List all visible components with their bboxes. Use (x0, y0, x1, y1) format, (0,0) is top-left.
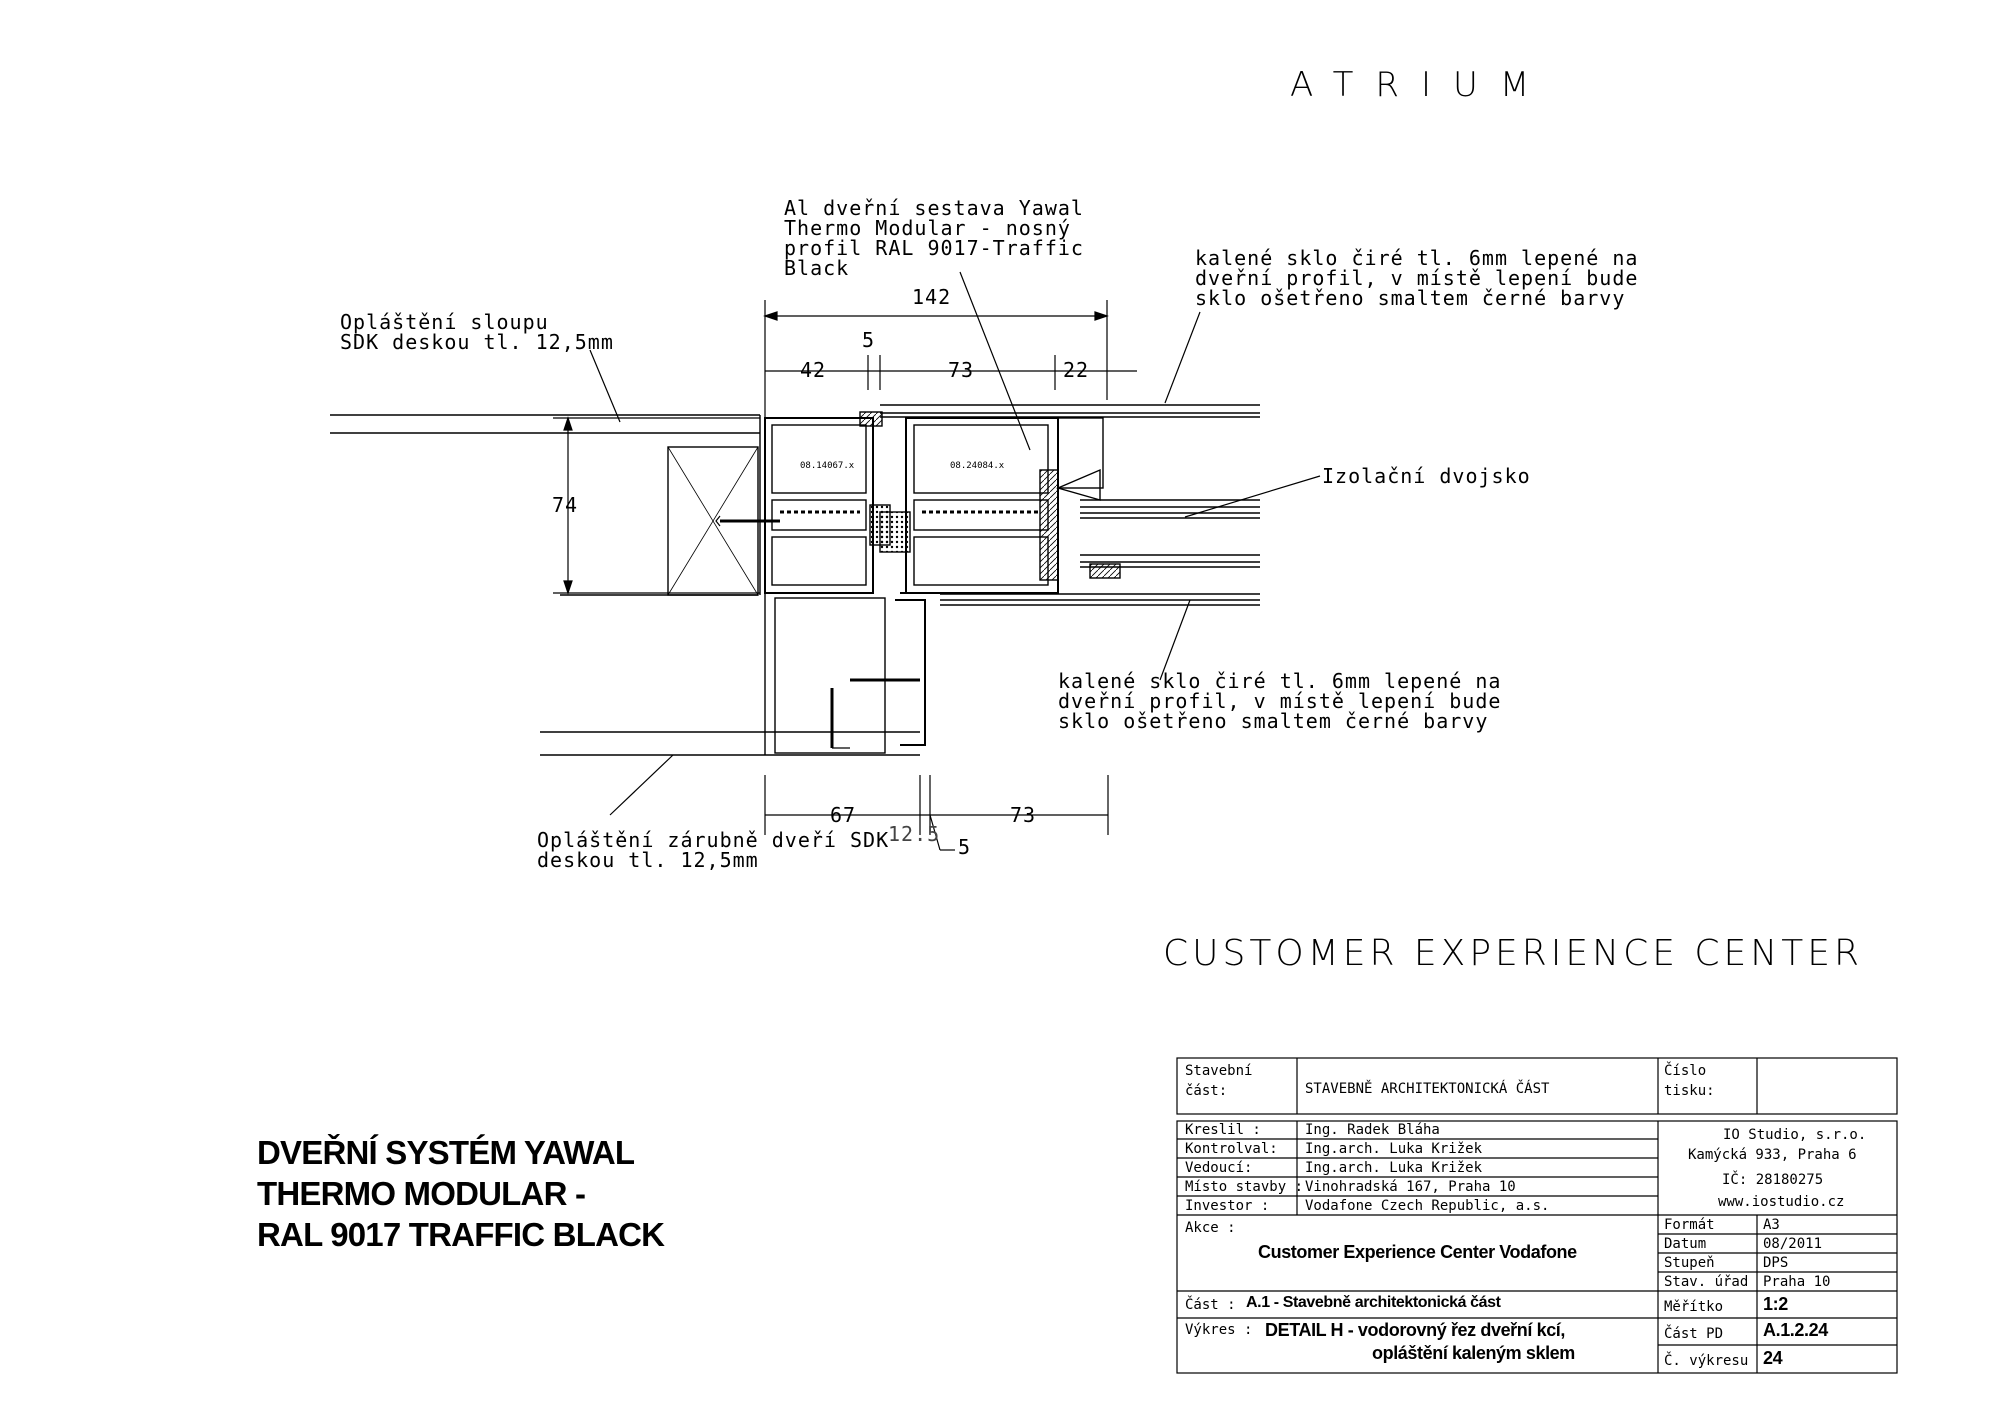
tb-cvykresu-value: 24 (1763, 1348, 1783, 1368)
sheet-title-line3: RAL 9017 TRAFFIC BLACK (257, 1216, 665, 1253)
tb-company-ic: IČ: 28180275 (1722, 1172, 1824, 1188)
tb-vykres-label: Výkres : (1185, 1322, 1253, 1338)
tb-meta-label: Stav. úřad (1664, 1274, 1749, 1290)
tb-cast-label: Část : (1185, 1297, 1236, 1313)
tb-row-label: Místo stavby : (1185, 1179, 1304, 1195)
glass-panes (880, 404, 1260, 606)
tb-row-value: Ing. Radek Bláha (1305, 1122, 1440, 1138)
tb-meta-label: Stupeň (1664, 1255, 1715, 1271)
frame-cladding (540, 592, 926, 756)
sheet-title: DVEŘNÍ SYSTÉM YAWAL THERMO MODULAR - RAL… (257, 1132, 665, 1255)
dimension-lines-bottom (764, 775, 1109, 851)
tb-akce-value: Customer Experience Center Vodafone (1258, 1242, 1577, 1262)
tb-meta-label: Formát (1664, 1217, 1715, 1233)
sheet-title-line1: DVEŘNÍ SYSTÉM YAWAL (257, 1134, 635, 1171)
dimension-lines-top (763, 300, 1137, 418)
tb-company-name: IO Studio, s.r.o. (1723, 1127, 1867, 1143)
sheet-title-line2: THERMO MODULAR - (257, 1175, 586, 1212)
label-al-door-system: Al dveřní sestava Yawal Thermo Modular -… (784, 196, 1084, 280)
profile-label-left: 08.14067.x (800, 461, 855, 471)
tb-row-label: Kreslil : (1185, 1122, 1261, 1138)
tb-vykres-line1: DETAIL H - vodorovný řez dveřní kcí, (1265, 1320, 1566, 1340)
tb-row-label: Vedoucí: (1185, 1160, 1253, 1176)
dim-73-top: 73 (948, 358, 975, 382)
atrium-label: ATRIUM (1290, 65, 1552, 105)
tb-meta-label: Datum (1664, 1236, 1707, 1252)
tb-akce-label: Akce : (1185, 1220, 1236, 1236)
dim-74: 74 (552, 493, 579, 517)
tb-row-label: Investor : (1185, 1198, 1270, 1214)
tb-meta-value: Praha 10 (1763, 1274, 1831, 1290)
tb-meta-value: DPS (1763, 1255, 1789, 1271)
dim-5-bottom: 5 (958, 835, 972, 859)
tb-stavebni-value: STAVEBNĚ ARCHITEKTONICKÁ ČÁST (1305, 1081, 1550, 1097)
dim-67: 67 (830, 803, 857, 827)
label-glass-top: kalené sklo čiré tl. 6mm lepené na dveřn… (1195, 246, 1639, 310)
dim-12-5: 12.5 (888, 822, 941, 846)
tb-castpd-value: A.1.2.24 (1763, 1320, 1828, 1340)
tb-meritko-label: Měřítko (1664, 1299, 1724, 1315)
leader-lines (589, 271, 1321, 816)
tb-row-value: Ing.arch. Luka Križek (1305, 1160, 1483, 1176)
label-column-cladding: Opláštění sloupu SDK deskou tl. 12,5mm (340, 310, 614, 354)
tb-cast-value: A.1 - Stavebně architektonická část (1246, 1294, 1501, 1311)
tb-stavebni-label: Stavební část: (1185, 1063, 1253, 1099)
label-frame-cladding: Opláštění zárubně dveří SDK deskou tl. 1… (537, 828, 890, 872)
tb-cvykresu-label: Č. výkresu (1664, 1353, 1749, 1369)
dim-22: 22 (1063, 358, 1090, 382)
sash-profile (879, 417, 1121, 594)
column-cladding (330, 414, 761, 596)
dim-73-bottom: 73 (1010, 803, 1037, 827)
tb-vykres-line2: opláštění kaleným sklem (1372, 1343, 1575, 1363)
label-glass-bottom: kalené sklo čiré tl. 6mm lepené na dveřn… (1058, 669, 1502, 733)
dim-5-top: 5 (862, 328, 876, 352)
dim-42: 42 (800, 358, 827, 382)
tb-meritko-value: 1:2 (1763, 1294, 1788, 1314)
label-insulating-glass: Izolační dvojsko (1322, 464, 1531, 488)
tb-castpd-label: Část PD (1664, 1326, 1724, 1342)
tb-cislo-label: Číslo tisku: (1664, 1063, 1715, 1099)
profile-label-right: 08.24084.x (950, 461, 1005, 471)
tb-row-value: Vinohradská 167, Praha 10 (1305, 1179, 1516, 1195)
dim-142: 142 (912, 285, 952, 309)
tb-company-address: Kamýcká 933, Praha 6 (1688, 1147, 1857, 1163)
project-title: CUSTOMER EXPERIENCE CENTER (1163, 933, 1863, 974)
tb-meta-value: A3 (1763, 1217, 1780, 1233)
tb-row-value: Ing.arch. Luka Križek (1305, 1141, 1483, 1157)
dimension-line-74 (553, 416, 760, 595)
tb-meta-value: 08/2011 (1763, 1236, 1823, 1252)
tb-row-label: Kontrolval: (1185, 1141, 1278, 1157)
tb-row-value: Vodafone Czech Republic, a.s. (1305, 1198, 1550, 1214)
tb-company-web: www.iostudio.cz (1718, 1194, 1845, 1210)
